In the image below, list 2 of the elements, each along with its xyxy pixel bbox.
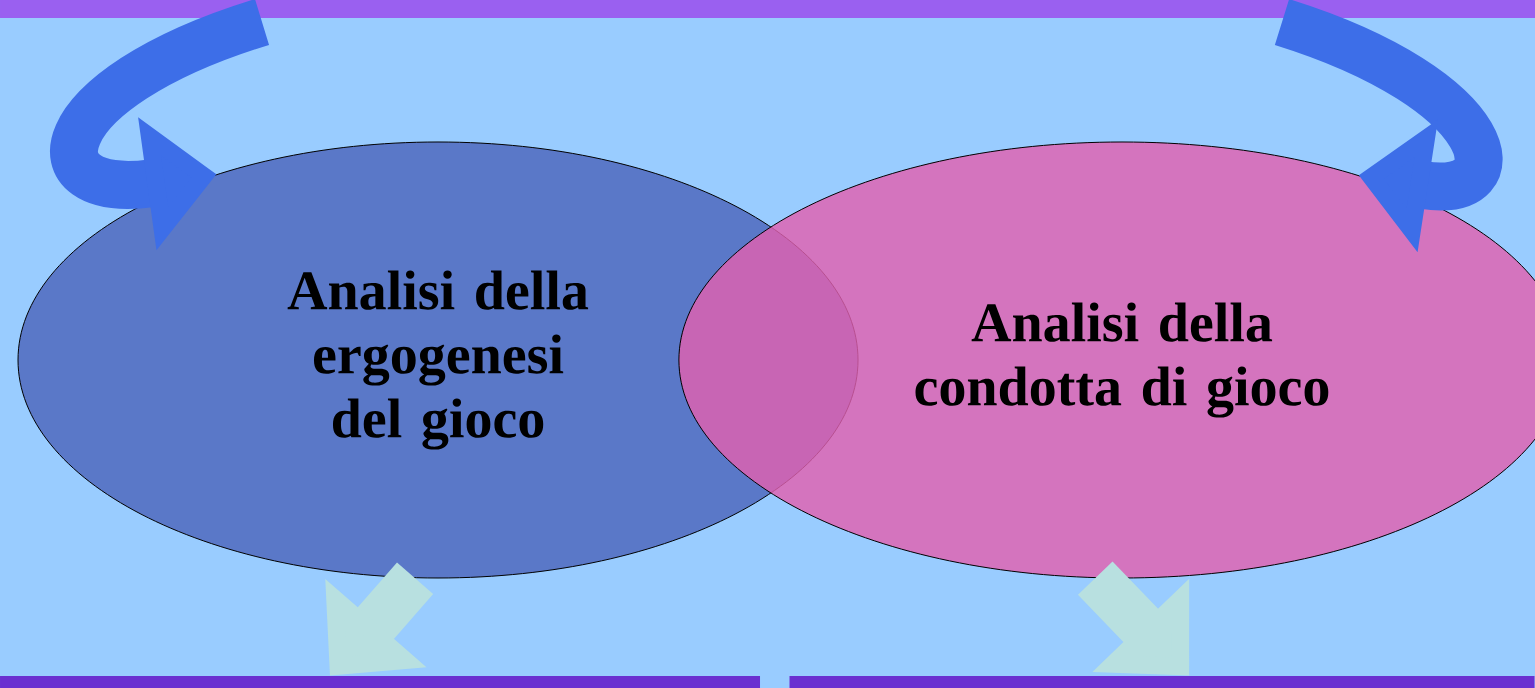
curved-arrow <box>1274 0 1502 253</box>
block-arrow <box>1077 561 1190 676</box>
